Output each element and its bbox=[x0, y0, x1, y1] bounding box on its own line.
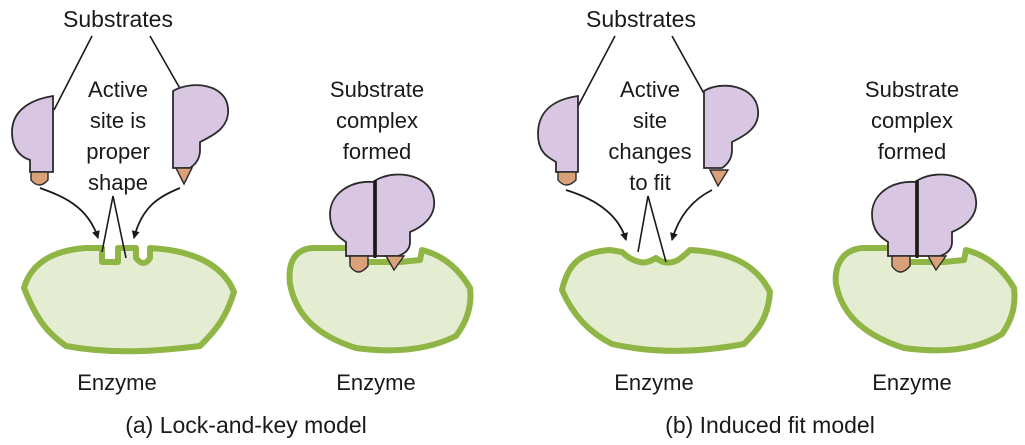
complex-induced-fit bbox=[832, 173, 1018, 354]
enzyme-lock-and-key bbox=[21, 245, 237, 355]
complex-label-line: Substrate bbox=[864, 77, 960, 102]
complex-label: Substrate complex formed bbox=[865, 74, 959, 167]
complex-lock-and-key bbox=[286, 173, 474, 354]
active-site-pointer bbox=[101, 195, 127, 259]
active-site-label-line: proper bbox=[86, 139, 150, 164]
arrow-right-substrate bbox=[670, 189, 713, 241]
active-site-label-line: Active bbox=[620, 77, 680, 102]
enzyme-induced-fit bbox=[559, 247, 773, 354]
complex-label-line: Substrate bbox=[329, 77, 425, 102]
panel-caption: (a) Lock-and-key model bbox=[125, 412, 367, 438]
active-site-label-line: to fit bbox=[629, 170, 671, 195]
substrate-left bbox=[537, 94, 579, 186]
active-site-label-line: site is bbox=[89, 108, 147, 133]
substrate-left bbox=[11, 94, 54, 186]
complex-label-line: formed bbox=[877, 139, 947, 164]
active-site-label-line: changes bbox=[608, 139, 692, 164]
panel-caption: (b) Induced fit model bbox=[665, 412, 875, 438]
arrow-left-substrate bbox=[565, 189, 628, 241]
substrate-right bbox=[703, 84, 759, 188]
complex-label-line: formed bbox=[342, 139, 412, 164]
substrates-pointer-line-left bbox=[575, 35, 616, 111]
active-site-label: Active site is proper shape bbox=[86, 74, 150, 198]
enzyme-label: Enzyme bbox=[872, 370, 952, 395]
arrow-left-substrate bbox=[39, 187, 100, 239]
substrates-pointer-line-left bbox=[53, 35, 93, 111]
active-site-label-line: shape bbox=[88, 170, 148, 195]
active-site-pointer bbox=[637, 195, 667, 263]
arrow-right-substrate bbox=[131, 187, 181, 239]
active-site-label-line: site bbox=[632, 108, 668, 133]
enzyme-label: Enzyme bbox=[77, 370, 157, 395]
complex-label-line: complex bbox=[336, 108, 418, 133]
enzyme-label: Enzyme bbox=[614, 370, 694, 395]
complex-label-line: complex bbox=[871, 108, 953, 133]
active-site-label: Active site changes to fit bbox=[608, 74, 691, 198]
active-site-label-line: Active bbox=[88, 77, 148, 102]
substrate-right bbox=[172, 84, 229, 186]
panel-lock-and-key bbox=[11, 35, 237, 355]
substrates-label: Substrates bbox=[586, 6, 696, 32]
substrates-label: Substrates bbox=[63, 6, 173, 32]
enzyme-label: Enzyme bbox=[336, 370, 416, 395]
complex-label: Substrate complex formed bbox=[330, 74, 424, 167]
panel-induced-fit bbox=[537, 35, 773, 354]
